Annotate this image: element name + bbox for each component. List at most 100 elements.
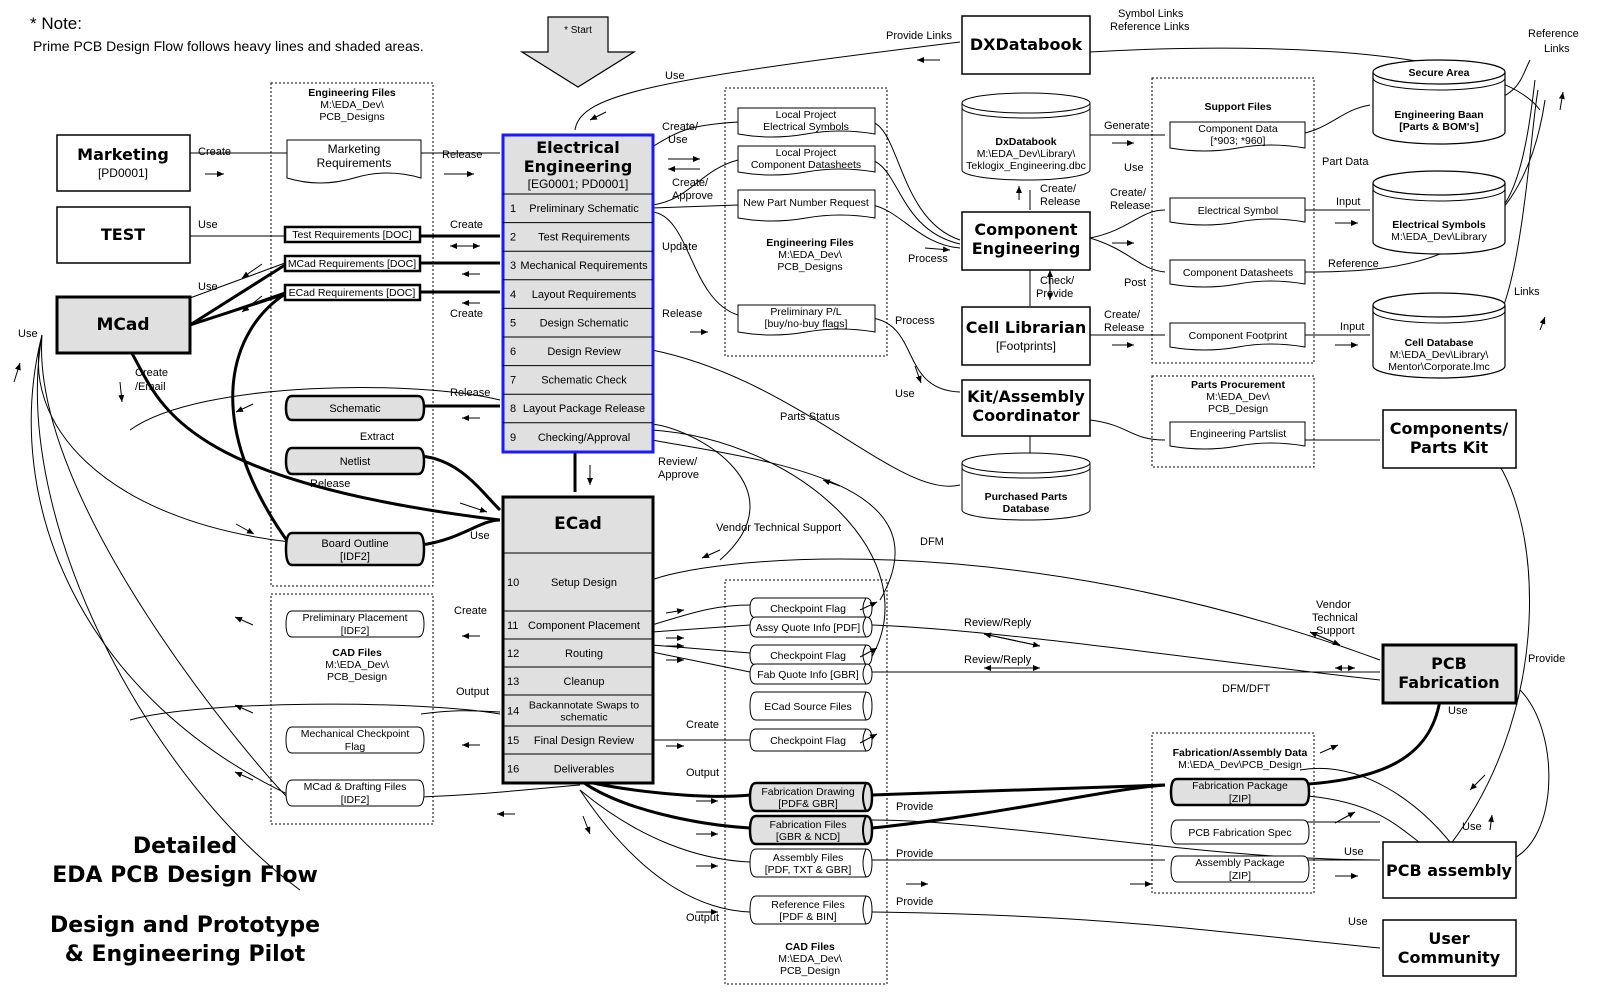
ecad-source-files[interactable]: ECad Source Files xyxy=(749,691,873,721)
dxdatabook-box[interactable]: DXDatabook xyxy=(961,15,1091,75)
label-output-left: Output xyxy=(456,686,489,698)
fabrication-drawing-file[interactable]: Fabrication Drawing[PDF& GBR] xyxy=(748,781,874,813)
assembly-files-file-label: Assembly Files xyxy=(773,852,844,864)
label-release-schematic: Release xyxy=(450,387,490,399)
components-parts-kit-box[interactable]: Components/ Parts Kit xyxy=(1382,409,1517,469)
ee-step-number: 6 xyxy=(510,346,516,358)
checkpoint-flag-2[interactable]: Checkpoint Flag xyxy=(749,644,873,666)
prelim-placement-file[interactable]: Preliminary Placement [IDF2] xyxy=(285,610,425,638)
cad-files-mid-group xyxy=(724,579,888,985)
component-data-doc[interactable]: Component Data [*903; *960] xyxy=(1169,121,1306,152)
kit-assembly-box[interactable]: Kit/Assembly Coordinator xyxy=(961,379,1091,437)
fabrication-drawing-file-label: Fabrication Drawing xyxy=(761,786,855,798)
assembly-package-file[interactable]: Assembly Package [ZIP] xyxy=(1170,855,1310,883)
label-create-ecad-req: Create xyxy=(450,308,483,320)
svg-text:Coordinator: Coordinator xyxy=(972,406,1079,425)
label-reference-1: Reference xyxy=(1528,28,1579,40)
local-datasheets-doc[interactable]: Local Project Component Datasheets xyxy=(737,145,876,176)
reference-files-file[interactable]: Reference Files[PDF & BIN] xyxy=(749,895,873,925)
local-symbols-doc[interactable]: Local Project Electrical Symbols xyxy=(737,107,876,138)
marketing-requirements-doc[interactable]: Marketing Requirements xyxy=(286,139,422,184)
svg-text:Board Outline: Board Outline xyxy=(321,538,388,550)
purchased-parts-database[interactable]: Purchased Parts Database xyxy=(961,452,1091,521)
cad-files-mid-header: CAD Files M:\EDA_Dev\ PCB_Design xyxy=(778,941,842,977)
component-datasheets-doc[interactable]: Component Datasheets xyxy=(1169,259,1306,288)
label-symbol-links: Symbol Links xyxy=(1118,8,1184,20)
svg-text:Community: Community xyxy=(1398,948,1501,967)
fab-package-file[interactable]: Fabrication Package [ZIP] xyxy=(1169,777,1311,807)
user-community-box[interactable]: User Community xyxy=(1382,919,1517,977)
svg-text:Preliminary Placement: Preliminary Placement xyxy=(302,612,407,624)
engineering-baan-database[interactable]: Secure Area Engineering Baan [Parts & BO… xyxy=(1372,59,1506,145)
footer-title-line2: EDA PCB Design Flow xyxy=(52,863,318,888)
test-box[interactable]: TEST xyxy=(56,206,191,264)
ee-step-number: 4 xyxy=(510,289,516,301)
schematic-file[interactable]: Schematic xyxy=(284,394,426,422)
ee-step-label: Schematic Check xyxy=(541,375,627,387)
ecad-step-label: Routing xyxy=(565,648,603,660)
mcad-drafting-file[interactable]: MCad & Drafting Files [IDF2] xyxy=(285,779,425,807)
label-release-marketing: Release xyxy=(442,149,482,161)
checkpoint-flag-3[interactable]: Checkpoint Flag xyxy=(749,728,873,752)
start-label: * Start xyxy=(564,25,592,36)
test-requirements-doc[interactable]: Test Requirements [DOC] xyxy=(283,225,422,244)
pcb-fab-spec-doc[interactable]: PCB Fabrication Spec xyxy=(1170,819,1310,845)
svg-text:MCad & Drafting Files: MCad & Drafting Files xyxy=(304,781,407,793)
marketing-box[interactable]: Marketing [PD0001] xyxy=(56,134,191,192)
svg-text:[IDF2]: [IDF2] xyxy=(341,625,370,637)
electrical-engineering-box[interactable]: Electrical Engineering [EG0001; PD0001] … xyxy=(501,133,655,454)
cell-librarian-box[interactable]: Cell Librarian [Footprints] xyxy=(961,306,1091,366)
engineering-partslist-doc[interactable]: Engineering Partslist xyxy=(1169,421,1306,450)
checkpoint-flag-1[interactable]: Checkpoint Flag xyxy=(749,597,873,619)
pcb-fabrication-box[interactable]: PCB Fabrication xyxy=(1381,643,1518,705)
assy-quote-file[interactable]: Assy Quote Info [PDF] xyxy=(749,616,873,638)
fab-quote-file[interactable]: Fab Quote Info [GBR] xyxy=(749,663,873,685)
label-create-use-1: Create/ xyxy=(662,121,699,133)
svg-text:PCB_Design: PCB_Design xyxy=(780,965,840,977)
ecad-requirements-doc[interactable]: ECad Requirements [DOC] xyxy=(283,283,422,302)
electrical-symbol-doc[interactable]: Electrical Symbol xyxy=(1169,197,1306,226)
label-create-marketing: Create xyxy=(198,146,231,158)
svg-text:MCad Requirements [DOC]: MCad Requirements [DOC] xyxy=(288,258,416,270)
label-use-assembly-top: Use xyxy=(1462,821,1482,833)
mechanical-checkpoint-file[interactable]: Mechanical Checkpoint Flag xyxy=(285,726,425,754)
electrical-symbols-database[interactable]: Electrical Symbols M:\EDA_Dev\Library xyxy=(1372,170,1506,255)
preliminary-pl-doc[interactable]: Preliminary P/L [buy/no-buy flags] xyxy=(737,304,876,336)
component-engineering-box[interactable]: Component Engineering xyxy=(961,211,1091,271)
ee-step-label: Checking/Approval xyxy=(538,432,630,444)
cell-database[interactable]: Cell Database M:\EDA_Dev\Library\ Mentor… xyxy=(1372,292,1506,379)
ecad-step-number: 14 xyxy=(507,706,519,718)
netlist-file[interactable]: Netlist xyxy=(284,446,426,476)
svg-text:Fabrication Package: Fabrication Package xyxy=(1192,780,1288,792)
dxdatabook-database[interactable]: DxDatabook M:\EDA_Dev\Library\ Teklogix_… xyxy=(961,92,1091,181)
mcad-requirements-doc[interactable]: MCad Requirements [DOC] xyxy=(283,254,422,273)
new-part-request-doc[interactable]: New Part Number Request xyxy=(737,189,876,222)
pcb-assembly-box[interactable]: PCB assembly xyxy=(1382,841,1517,899)
board-outline-file[interactable]: Board Outline [IDF2] xyxy=(284,531,426,567)
assembly-files-file[interactable]: Assembly Files[PDF, TXT & GBR] xyxy=(749,848,873,878)
svg-text:Electrical Symbols: Electrical Symbols xyxy=(763,121,849,133)
component-footprint-doc[interactable]: Component Footprint xyxy=(1169,322,1306,351)
label-create-release-db-1: Create/ xyxy=(1040,183,1077,195)
svg-text:Marketing: Marketing xyxy=(328,142,381,156)
fabrication-files-file[interactable]: Fabrication Files[GBR & NCD] xyxy=(748,814,874,846)
svg-text:Schematic: Schematic xyxy=(329,403,381,415)
mcad-box[interactable]: MCad xyxy=(55,295,192,355)
